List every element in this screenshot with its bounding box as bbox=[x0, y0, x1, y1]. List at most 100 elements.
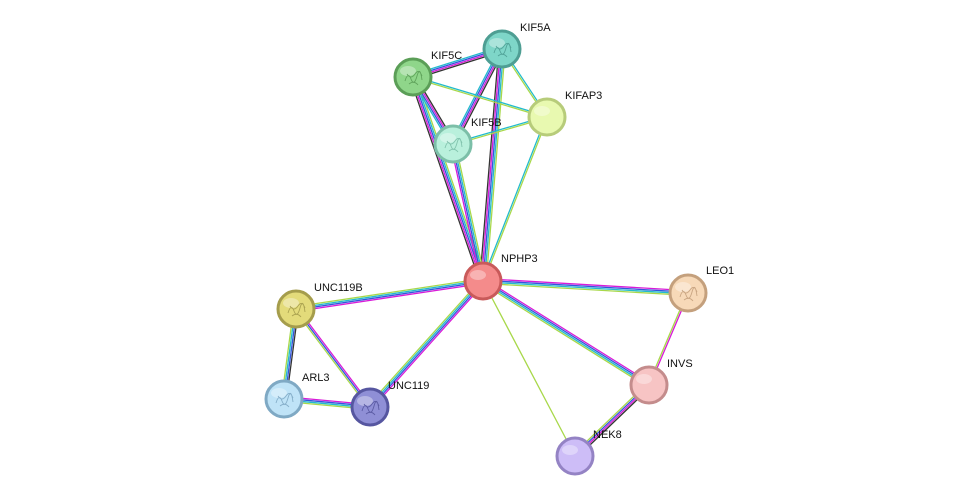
edge-evidence-line bbox=[451, 143, 483, 282]
node-highlight bbox=[440, 133, 456, 143]
edge-evidence-line bbox=[294, 277, 484, 308]
edge-nphp3-invs bbox=[481, 278, 651, 388]
node-kifap3[interactable]: KIFAP3 bbox=[527, 90, 602, 137]
edge-evidence-line bbox=[296, 307, 372, 407]
edge-evidence-line bbox=[294, 309, 370, 409]
edge-evidence-line bbox=[479, 48, 500, 282]
node-unc119b[interactable]: UNC119B bbox=[276, 282, 363, 329]
edge-evidence-line bbox=[410, 76, 483, 283]
node-arl3[interactable]: ARL3 bbox=[264, 372, 330, 419]
node-label: LEO1 bbox=[706, 265, 734, 277]
edge-evidence-line bbox=[483, 48, 505, 282]
edge-evidence-line bbox=[482, 279, 689, 293]
node-circle bbox=[276, 289, 316, 329]
node-circle bbox=[527, 97, 567, 137]
node-circle bbox=[482, 29, 522, 69]
protein-structure-icon bbox=[361, 400, 380, 416]
protein-structure-icon bbox=[444, 137, 463, 153]
edge-evidence-line bbox=[450, 143, 482, 283]
node-highlight bbox=[400, 66, 416, 76]
edge-evidence-line bbox=[453, 143, 485, 282]
edge-evidence-line bbox=[454, 142, 486, 282]
edge-evidence-line bbox=[369, 280, 485, 409]
node-label: UNC119 bbox=[388, 380, 429, 392]
edge-nphp3-nek8 bbox=[482, 280, 576, 457]
node-label: NPHP3 bbox=[501, 253, 538, 265]
node-highlight bbox=[489, 38, 505, 48]
node-highlight bbox=[636, 374, 652, 384]
edge-evidence-line bbox=[412, 75, 548, 117]
node-kif5c[interactable]: KIF5C bbox=[393, 50, 462, 97]
node-label: KIF5A bbox=[520, 22, 551, 34]
edge-evidence-line bbox=[485, 48, 506, 282]
node-nek8[interactable]: NEK8 bbox=[555, 429, 622, 476]
edge-evidence-line bbox=[480, 48, 502, 282]
edge-evidence-line bbox=[412, 76, 484, 282]
node-highlight bbox=[283, 298, 299, 308]
edge-evidence-line bbox=[482, 279, 651, 385]
edge-evidence-line bbox=[481, 282, 649, 388]
node-label: ARL3 bbox=[302, 372, 330, 384]
node-highlight bbox=[675, 282, 691, 292]
node-kif5a[interactable]: KIF5A bbox=[482, 22, 551, 69]
edge-evidence-line bbox=[295, 308, 371, 408]
edge-evidence-line bbox=[482, 277, 689, 292]
node-highlight bbox=[470, 270, 486, 280]
node-label: KIF5C bbox=[431, 50, 462, 62]
edge-unc119b-unc119 bbox=[294, 307, 372, 409]
edge-evidence-line bbox=[482, 48, 503, 282]
node-highlight bbox=[357, 396, 373, 406]
edge-evidence-line bbox=[295, 282, 485, 313]
edge-evidence-line bbox=[482, 280, 576, 457]
edge-evidence-line bbox=[412, 77, 548, 119]
edge-evidence-line bbox=[481, 281, 650, 387]
node-label: KIF5B bbox=[471, 117, 502, 129]
node-circle bbox=[393, 57, 433, 97]
node-circle bbox=[264, 379, 304, 419]
node-circle bbox=[463, 261, 503, 301]
node-highlight bbox=[562, 445, 578, 455]
edge-evidence-line bbox=[367, 278, 482, 407]
edge-nphp3-kif5b bbox=[450, 142, 486, 283]
edge-evidence-line bbox=[368, 279, 484, 408]
edge-nphp3-unc119b bbox=[294, 277, 485, 313]
node-label: UNC119B bbox=[314, 282, 363, 294]
edge-evidence-line bbox=[295, 281, 484, 311]
edge-evidence-line bbox=[409, 77, 481, 283]
protein-structure-icon bbox=[404, 70, 423, 86]
edge-nphp3-leo1 bbox=[482, 277, 689, 297]
edge-evidence-line bbox=[371, 281, 486, 410]
node-circle bbox=[555, 436, 595, 476]
node-circle bbox=[433, 124, 473, 164]
node-circle bbox=[629, 365, 669, 405]
edge-kif5c-kifap3 bbox=[412, 75, 548, 119]
protein-structure-icon bbox=[679, 286, 698, 302]
node-leo1[interactable]: LEO1 bbox=[668, 265, 734, 313]
node-invs[interactable]: INVS bbox=[629, 358, 693, 405]
node-unc119[interactable]: UNC119 bbox=[350, 380, 429, 427]
node-label: KIFAP3 bbox=[565, 90, 602, 102]
edge-evidence-line bbox=[482, 282, 689, 297]
protein-structure-icon bbox=[287, 302, 306, 318]
edge-nphp3-kifap3 bbox=[481, 116, 549, 282]
edge-evidence-line bbox=[482, 281, 689, 295]
protein-structure-icon bbox=[275, 392, 294, 408]
edge-evidence-line bbox=[483, 278, 651, 384]
edge-nphp3-unc119 bbox=[367, 278, 486, 410]
edge-evidence-line bbox=[483, 116, 549, 282]
edge-evidence-line bbox=[295, 279, 484, 309]
node-circle bbox=[668, 273, 708, 313]
node-nphp3[interactable]: NPHP3 bbox=[463, 253, 538, 301]
node-highlight bbox=[271, 388, 287, 398]
edge-nphp3-kif5a bbox=[479, 48, 506, 282]
node-highlight bbox=[534, 106, 550, 116]
node-kif5b[interactable]: KIF5B bbox=[433, 117, 502, 164]
edge-evidence-line bbox=[481, 116, 547, 282]
node-label: NEK8 bbox=[593, 429, 622, 441]
edges-layer bbox=[280, 46, 690, 459]
node-label: INVS bbox=[667, 358, 693, 370]
protein-structure-icon bbox=[493, 42, 512, 58]
node-circle bbox=[350, 387, 390, 427]
